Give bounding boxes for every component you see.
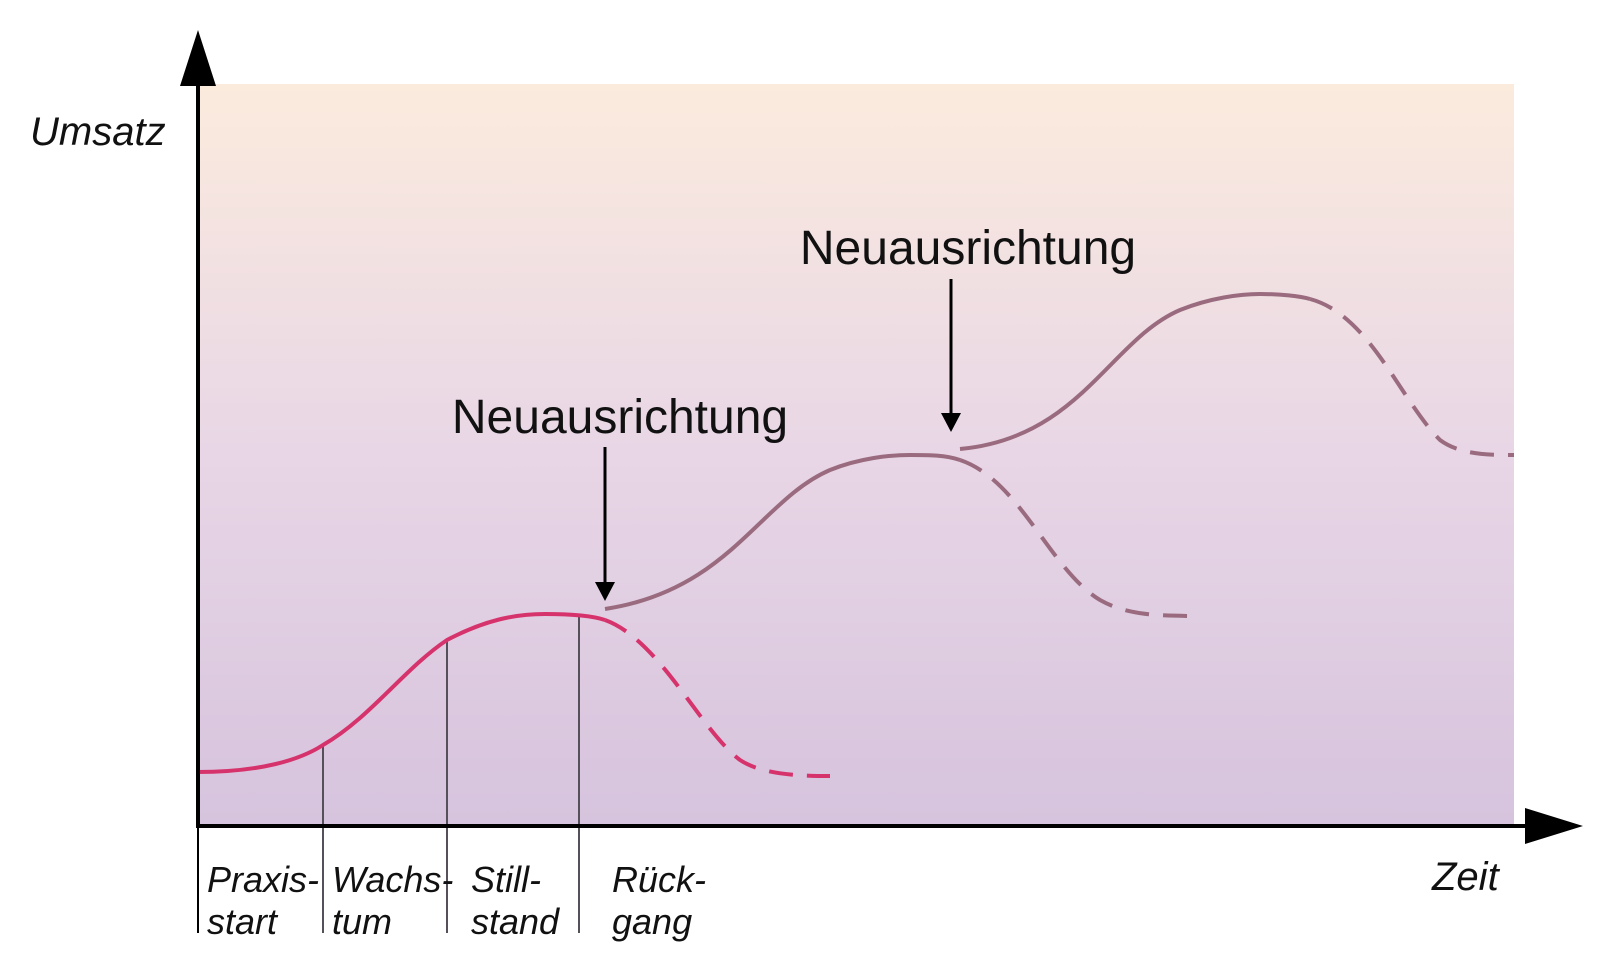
curve-3-solid [959, 291, 1311, 451]
curve-2-dashed [959, 458, 1201, 618]
callout-arrowhead-2 [941, 413, 961, 432]
phase-label-stillstand-2: stand [471, 901, 560, 942]
y-axis-label: Umsatz [30, 110, 166, 154]
x-axis-label: Zeit [1431, 855, 1501, 899]
phase-label-wachstum-2: tum [332, 901, 392, 942]
plot-background [198, 84, 1514, 825]
phase-label-wachstum-1: Wachs- [332, 859, 453, 900]
callout-label-1: Neuausrichtung [452, 391, 788, 444]
phase-label-rueckgang-2: gang [612, 901, 692, 942]
y-axis-arrowhead [180, 30, 216, 86]
phase-label-praxisstart-1: Praxis- [207, 859, 319, 900]
callout-arrowhead-1 [595, 582, 615, 601]
curve-1-solid [197, 611, 606, 774]
curve-3-dashed [1309, 297, 1515, 457]
curve-1-dashed [604, 618, 831, 778]
x-axis-arrowhead [1525, 808, 1583, 844]
phase-label-stillstand-1: Still- [471, 859, 541, 900]
curve-2-solid [604, 452, 961, 611]
callout-label-2: Neuausrichtung [800, 222, 1136, 275]
phase-label-rueckgang-1: Rück- [612, 859, 706, 900]
phase-label-praxisstart-2: start [207, 901, 279, 942]
